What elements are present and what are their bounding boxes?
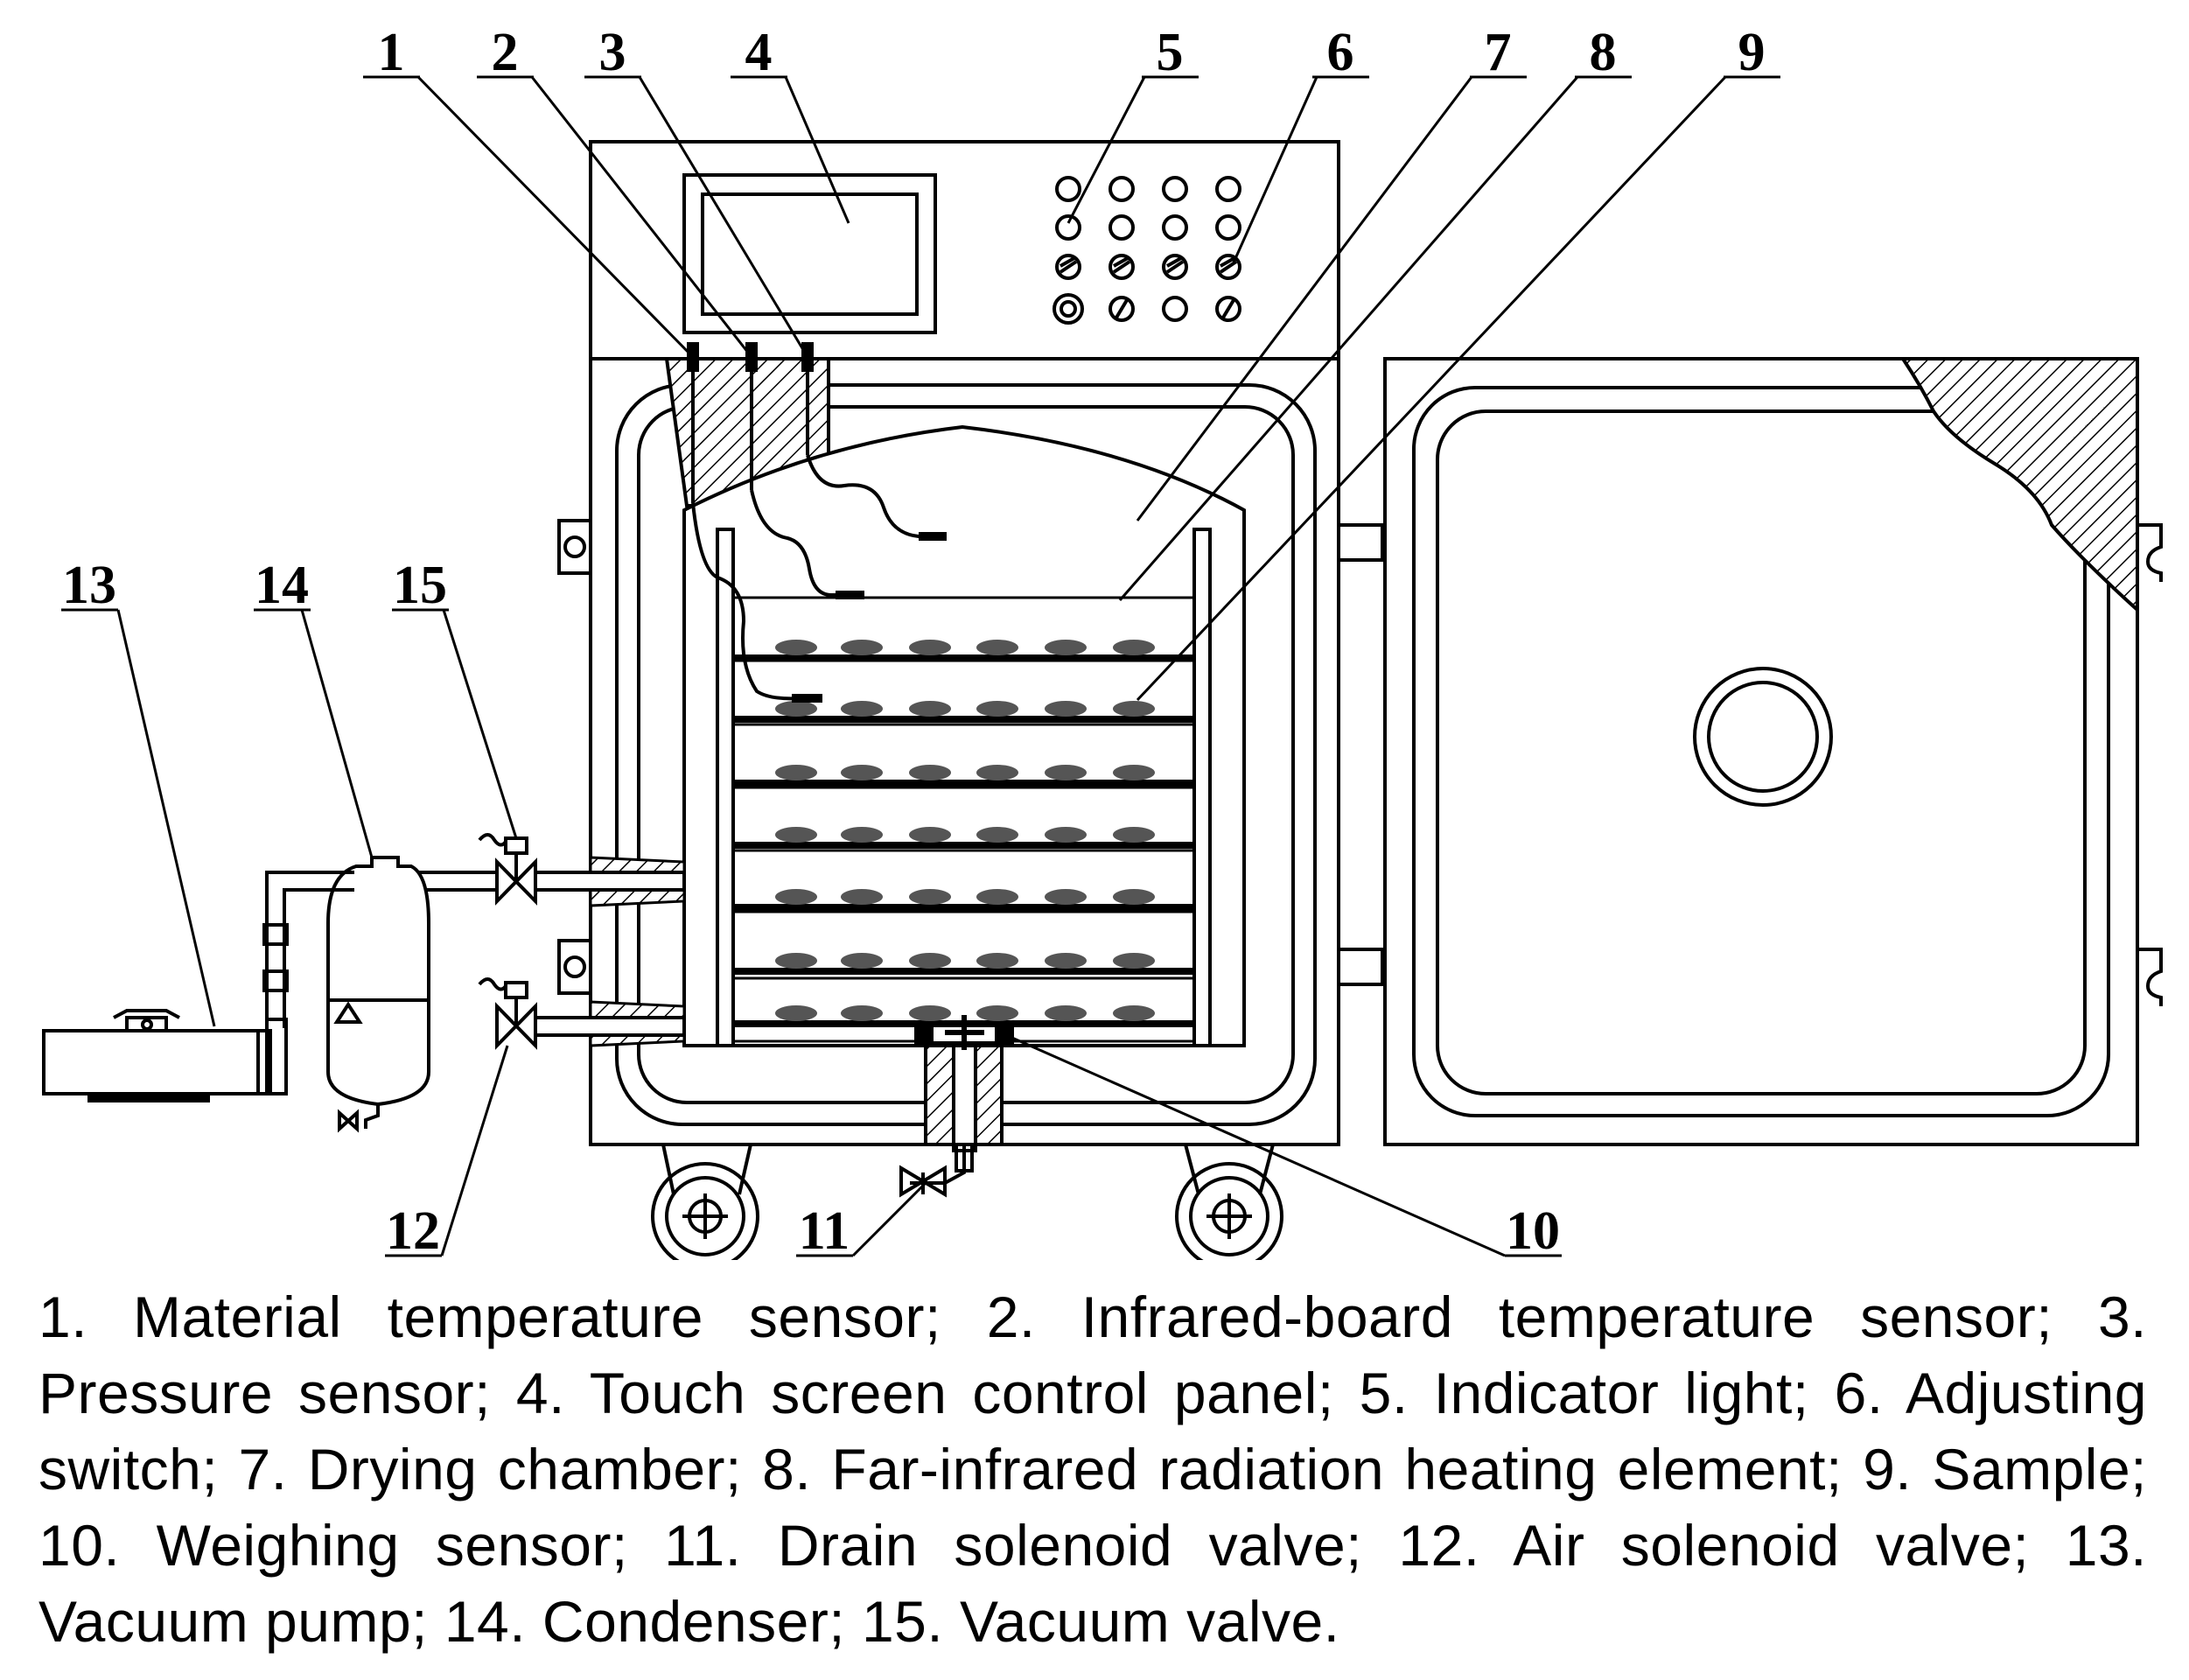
adjusting-switches [1053,254,1241,325]
drying-chamber [682,424,1246,1047]
callout-13: 13 [62,556,116,615]
sample [1113,1005,1155,1021]
sample [1113,701,1155,717]
samples [775,640,1155,1021]
sample [1113,953,1155,969]
air-solenoid-valve [478,977,537,1050]
callout-14: 14 [255,556,309,615]
sample [909,889,951,905]
sample [1113,765,1155,780]
vacuum-pipe-lower [534,1000,686,1047]
sample [841,765,883,780]
callout-5: 5 [1157,23,1184,82]
sample [775,765,817,780]
sample [976,640,1018,655]
sample [1045,640,1087,655]
condenser [326,856,430,1133]
sample [909,1005,951,1021]
sample [1045,889,1087,905]
sample [976,953,1018,969]
sample [775,827,817,843]
sample [775,953,817,969]
cabinet-hinges [557,519,1384,995]
callout-1: 1 [378,23,405,82]
sample [976,701,1018,717]
sample [976,889,1018,905]
indicator-lights [1055,176,1241,322]
callout-12: 12 [386,1201,440,1260]
callout-7: 7 [1485,23,1512,82]
callout-leaders [61,75,1780,1257]
sample [1113,889,1155,905]
wheels [651,1144,1283,1260]
sample [1045,953,1087,969]
callout-labels: 1 2 3 4 5 6 7 8 9 10 11 12 13 14 15 [62,23,1766,1260]
sample [909,765,951,780]
callout-10: 10 [1506,1201,1560,1260]
drying-apparatus-diagram: 1 2 3 4 5 6 7 8 9 10 11 12 13 14 15 [42,23,2163,1260]
sample [1045,827,1087,843]
weighing-sensor [914,1015,1014,1152]
sample [1113,640,1155,655]
sample [1045,701,1087,717]
callout-8: 8 [1590,23,1617,82]
sample [909,701,951,717]
sample [841,701,883,717]
pump-pipe [262,871,354,1096]
sample [775,889,817,905]
sample [775,1005,817,1021]
sample [841,827,883,843]
sample [909,640,951,655]
sample [976,827,1018,843]
sample [976,765,1018,780]
callout-15: 15 [393,556,447,615]
sample [1113,827,1155,843]
callout-4: 4 [745,23,773,82]
callout-2: 2 [492,23,519,82]
sample [841,889,883,905]
callout-9: 9 [1738,23,1766,82]
sample [775,701,817,717]
sample [976,1005,1018,1021]
callout-6: 6 [1327,23,1354,82]
heating-elements [733,596,1194,1043]
sample [841,640,883,655]
sample [775,640,817,655]
open-door [1383,357,2163,1146]
sample [1045,765,1087,780]
sample [909,827,951,843]
vacuum-pump [42,1009,272,1102]
sample [841,953,883,969]
vacuum-pipe-upper [534,856,686,907]
sample [841,1005,883,1021]
figure-caption: 1. Material temperature sensor; 2. Infra… [38,1284,2147,1654]
sample [1045,1005,1087,1021]
sample [909,953,951,969]
callout-11: 11 [799,1201,850,1260]
drain-solenoid-valve [899,1143,974,1198]
touch-screen-panel [682,173,937,334]
callout-3: 3 [599,23,626,82]
